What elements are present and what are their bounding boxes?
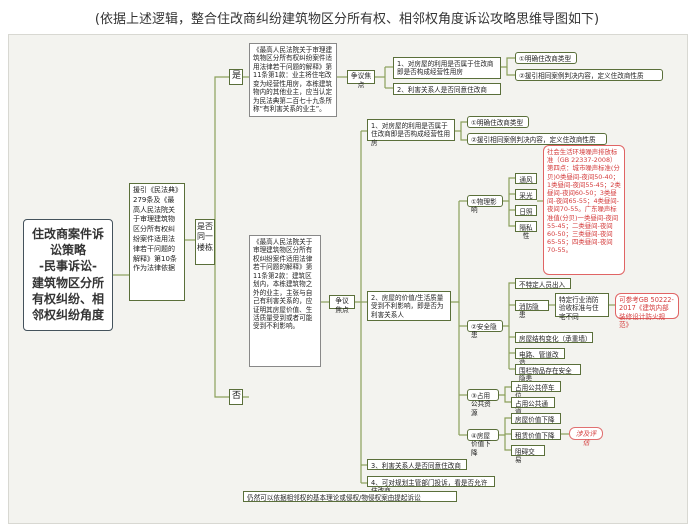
mindmap-canvas: 住改商案件诉讼策略 -民事诉讼- 建筑物区分所有权纠纷、相邻权纠纷角度 援引《民… (8, 34, 688, 524)
safety-item-fire: 消防隐患 (515, 300, 549, 319)
value-item-rent: 租赁价值下降 (511, 429, 561, 440)
physical-sunlight: 日照 (515, 205, 537, 216)
noise-standard-note: 社会生活环境噪声排放标准（GB 22337-2008）第四点：城市噪声标准(分贝… (543, 145, 625, 275)
physical-impact: ①物理影响 (467, 195, 503, 214)
no-focus-label: 争议焦点 (329, 295, 355, 314)
no-item-1: 1、对房屋的利用是否属于住改商即是否构成经营性用房 (367, 119, 455, 147)
physical-ventilation: 通风 (515, 173, 537, 184)
yes-label: 是 (229, 69, 243, 85)
yes-item-1: 1、对房屋的利用是否属于住改商即是否构成经营性用房 (393, 57, 501, 79)
fire-code-reference: 可参考GB 50222-2017《建筑内部装修设计防火规范》 (615, 293, 679, 329)
safety-item-strangers: 不特定人员出入 (515, 278, 571, 289)
safety-hazard: ②安全隐患 (467, 320, 503, 339)
yes-sub-2: ②援引相同案例判决内容，定义住改商性质 (515, 69, 663, 81)
legal-basis-note: 援引《民法典》279条及《最高人民法院关于审理建筑物区分所有权纠纷案件适用法律若… (129, 183, 185, 301)
no-item-2: 2、房屋的价值/生活质量受到不利影响，即是否为利害关系人 (367, 291, 451, 321)
yes-item-2: 2、利害关系人是否同意住改商 (393, 83, 501, 95)
root-topic: 住改商案件诉讼策略 -民事诉讼- 建筑物区分所有权纠纷、相邻权纠纷角度 (23, 219, 113, 331)
footer-note: 仍然可以依据相邻权的基本理论或侵权/物侵权案由提起诉讼 (243, 491, 457, 502)
physical-lighting: 采光 (515, 189, 537, 200)
safety-item-structure: 房屋结构变化（承重墙） (515, 332, 593, 343)
no-item1-sub-1: ①明确住改商类型 (467, 116, 529, 128)
physical-privacy: 隔私性 (515, 221, 537, 240)
connector-lines (113, 57, 615, 484)
no-item-4: 4、可对规划主管部门投诉，看是否允许住改商 (367, 476, 495, 495)
public-passage: 占用公共通道 (511, 397, 555, 416)
appraisal-note: 涉及评估 (569, 427, 603, 447)
same-building-question: 是否同一楼栋 (195, 219, 215, 265)
yes-quote-box: 《最高人民法院关于审理建筑物区分所有权纠纷案件适用法律若干问题的解释》第11条第… (249, 43, 337, 117)
no-quote-box: 《最高人民法院关于审理建筑物区分所有权纠纷案件适用法律若干问题的解释》第11条第… (249, 235, 321, 367)
no-label: 否 (229, 389, 243, 405)
public-resources: ③占用公共资源 (467, 389, 499, 417)
yes-sub-1: ①明确住改商类型 (515, 52, 577, 64)
safety-item-storage: 围栏物品存在安全隐患 (515, 364, 581, 383)
public-parking: 占用公共停车位 (511, 381, 561, 400)
fire-acceptance-note: 特定行业消防验收标准与住宅不同 (555, 293, 609, 321)
value-item-trade: 阻碍交易 (511, 445, 545, 464)
no-item-3: 3、利害关系人是否同意住改商 (367, 459, 467, 470)
yes-focus-label: 争议焦点 (347, 70, 375, 89)
value-item-property: 房屋价值下降 (511, 413, 561, 424)
safety-item-pipes: 电路、管道改造 (515, 348, 565, 367)
no-item1-sub-2: ②援引相同案例判决内容，定义住改商性质 (467, 133, 607, 145)
value-decline: ④房屋价值下降 (467, 429, 499, 457)
page-caption: (依据上述逻辑，整合住改商纠纷建筑物区分所有权、相邻权角度诉讼攻略思维导图如下) (94, 12, 600, 27)
